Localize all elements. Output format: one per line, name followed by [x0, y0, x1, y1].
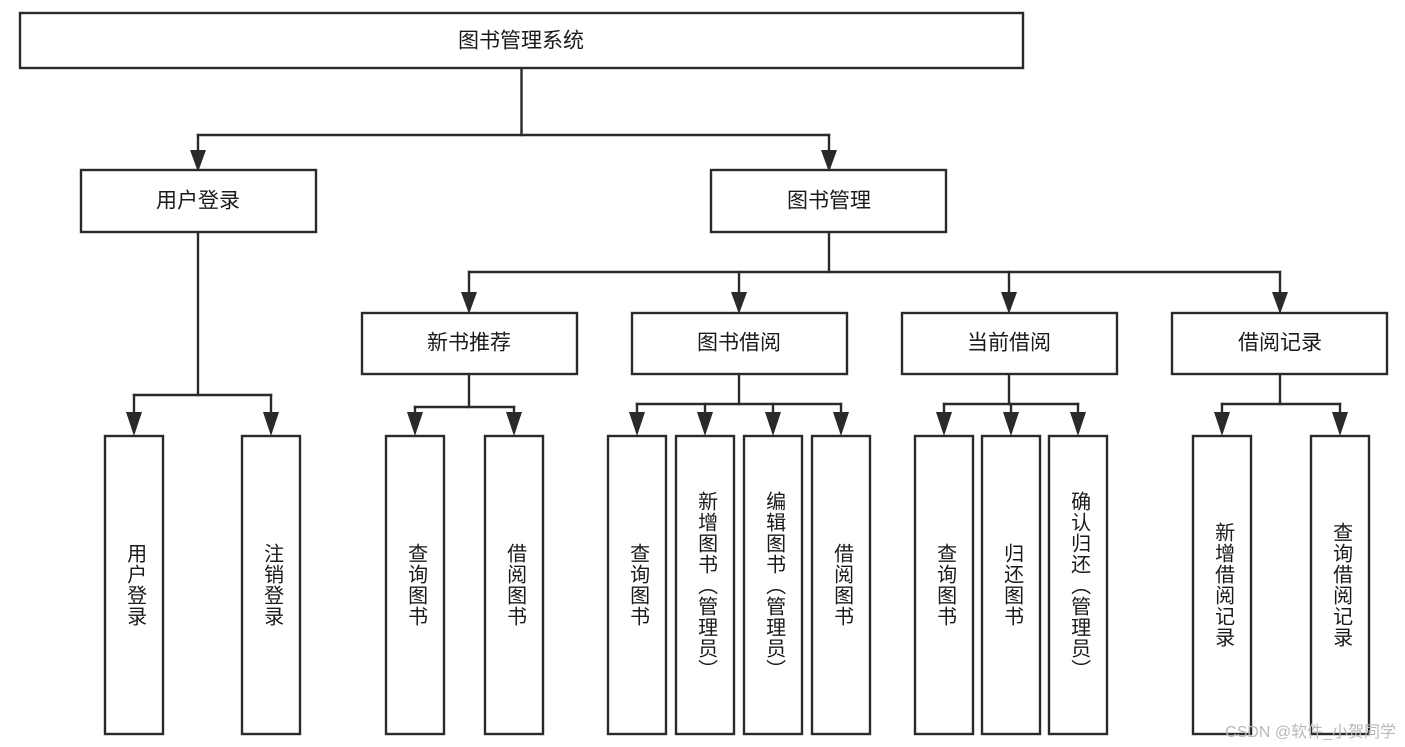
arrowhead-leaf-borrow-record-2	[1332, 412, 1348, 436]
leaf-current-borrow-1-box[interactable]	[913, 434, 975, 736]
leaf-current-borrow-2[interactable]: 归还图书	[980, 434, 1042, 736]
leaf-book-borrow-1-label: 查询图书	[626, 543, 649, 627]
leaf-current-borrow-3[interactable]: 确认归还（管理员）	[1047, 434, 1109, 736]
arrowhead-leaf-current-borrow-3	[1070, 412, 1086, 436]
node-user-login-label: 用户登录	[156, 190, 240, 213]
leaf-current-borrow-1-label: 查询图书	[933, 543, 956, 627]
leaf-book-borrow-3-box[interactable]	[742, 434, 804, 736]
arrowhead-leaf-book-borrow-1	[629, 412, 645, 436]
arrowhead-leaf-borrow-record-1	[1214, 412, 1230, 436]
node-borrow-record-box[interactable]	[1170, 311, 1389, 376]
node-book-management-label: 图书管理	[787, 190, 871, 213]
node-current-borrow[interactable]: 当前借阅	[900, 311, 1119, 376]
arrowhead-book-mgmt	[821, 150, 837, 172]
node-current-borrow-label: 当前借阅	[967, 332, 1051, 355]
arrowhead-current-borrow	[1001, 292, 1017, 314]
leaf-borrow-record-1-box[interactable]	[1191, 434, 1253, 736]
csdn-watermark: CSDN @软件_小贺同学	[1225, 724, 1396, 741]
leaf-book-borrow-2[interactable]: 新增图书（管理员）	[674, 434, 736, 736]
arrowhead-leaf-user-login-1	[126, 412, 142, 436]
arrowhead-borrow-record	[1272, 292, 1288, 314]
arrowhead-leaf-current-borrow-2	[1003, 412, 1019, 436]
leaf-book-borrow-1-box[interactable]	[606, 434, 668, 736]
leaf-borrow-record-1[interactable]: 新增借阅记录	[1191, 434, 1253, 736]
arrowhead-leaf-book-borrow-2	[697, 412, 713, 436]
leaf-user-login-1-box[interactable]	[103, 434, 165, 736]
node-borrow-record-label: 借阅记录	[1238, 332, 1322, 355]
arrowhead-leaf-book-borrow-3	[765, 412, 781, 436]
arrowhead-user-login	[190, 150, 206, 172]
leaf-book-borrow-4[interactable]: 借阅图书	[810, 434, 872, 736]
node-new-book-recommend-label: 新书推荐	[427, 332, 511, 355]
node-book-management[interactable]: 图书管理	[709, 168, 948, 234]
node-new-book-recommend[interactable]: 新书推荐	[360, 311, 579, 376]
leaf-user-login-2-box[interactable]	[240, 434, 302, 736]
leaf-book-borrow-4-box[interactable]	[810, 434, 872, 736]
node-borrow-record[interactable]: 借阅记录	[1170, 311, 1389, 376]
node-root-label: 图书管理系统	[458, 30, 584, 53]
node-book-borrow[interactable]: 图书借阅	[630, 311, 849, 376]
arrow-heads	[126, 150, 1348, 436]
leaf-current-borrow-3-box[interactable]	[1047, 434, 1109, 736]
node-book-borrow-label: 图书借阅	[697, 332, 781, 355]
leaf-new-book-2-box[interactable]	[483, 434, 545, 736]
node-user-login-box[interactable]	[79, 168, 318, 234]
leaf-user-login-2[interactable]: 注销登录	[240, 434, 302, 736]
node-root[interactable]: 图书管理系统	[18, 11, 1025, 70]
leaf-book-borrow-2-label: 新增图书（管理员）	[694, 490, 717, 680]
leaf-borrow-record-2[interactable]: 查询借阅记录	[1309, 434, 1371, 736]
leaf-borrow-record-2-box[interactable]	[1309, 434, 1371, 736]
node-user-login[interactable]: 用户登录	[79, 168, 318, 234]
leaf-user-login-1[interactable]: 用户登录	[103, 434, 165, 736]
node-book-borrow-box[interactable]	[630, 311, 849, 376]
leaf-current-borrow-1[interactable]: 查询图书	[913, 434, 975, 736]
leaf-book-borrow-4-label: 借阅图书	[830, 543, 853, 627]
arrowhead-book-borrow	[731, 292, 747, 314]
leaf-book-borrow-2-box[interactable]	[674, 434, 736, 736]
arrowhead-new-book	[461, 292, 477, 314]
arrowhead-leaf-new-book-1	[407, 412, 423, 436]
leaf-book-borrow-3[interactable]: 编辑图书（管理员）	[742, 434, 804, 736]
leaf-book-borrow-1[interactable]: 查询图书	[606, 434, 668, 736]
leaf-current-borrow-3-label: 确认归还（管理员）	[1067, 490, 1090, 680]
leaf-current-borrow-2-label: 归还图书	[1000, 543, 1023, 627]
leaf-new-book-2-label: 借阅图书	[503, 543, 526, 627]
arrowhead-leaf-user-login-2	[263, 412, 279, 436]
leaf-new-book-1-box[interactable]	[384, 434, 446, 736]
leaf-user-login-1-label: 用户登录	[123, 543, 146, 627]
node-new-book-recommend-box[interactable]	[360, 311, 579, 376]
leaf-new-book-1[interactable]: 查询图书	[384, 434, 446, 736]
leaf-book-borrow-3-label: 编辑图书（管理员）	[762, 490, 785, 680]
arrowhead-leaf-book-borrow-4	[833, 412, 849, 436]
arrowhead-leaf-current-borrow-1	[936, 412, 952, 436]
node-current-borrow-box[interactable]	[900, 311, 1119, 376]
leaf-current-borrow-2-box[interactable]	[980, 434, 1042, 736]
leaf-borrow-record-2-label: 查询借阅记录	[1329, 522, 1352, 648]
arrowhead-leaf-new-book-2	[506, 412, 522, 436]
node-book-management-box[interactable]	[709, 168, 948, 234]
leaf-borrow-record-1-label: 新增借阅记录	[1211, 522, 1234, 648]
node-root-box[interactable]	[18, 11, 1025, 70]
leaf-new-book-2[interactable]: 借阅图书	[483, 434, 545, 736]
leaf-new-book-1-label: 查询图书	[404, 543, 427, 627]
leaf-user-login-2-label: 注销登录	[260, 543, 283, 627]
